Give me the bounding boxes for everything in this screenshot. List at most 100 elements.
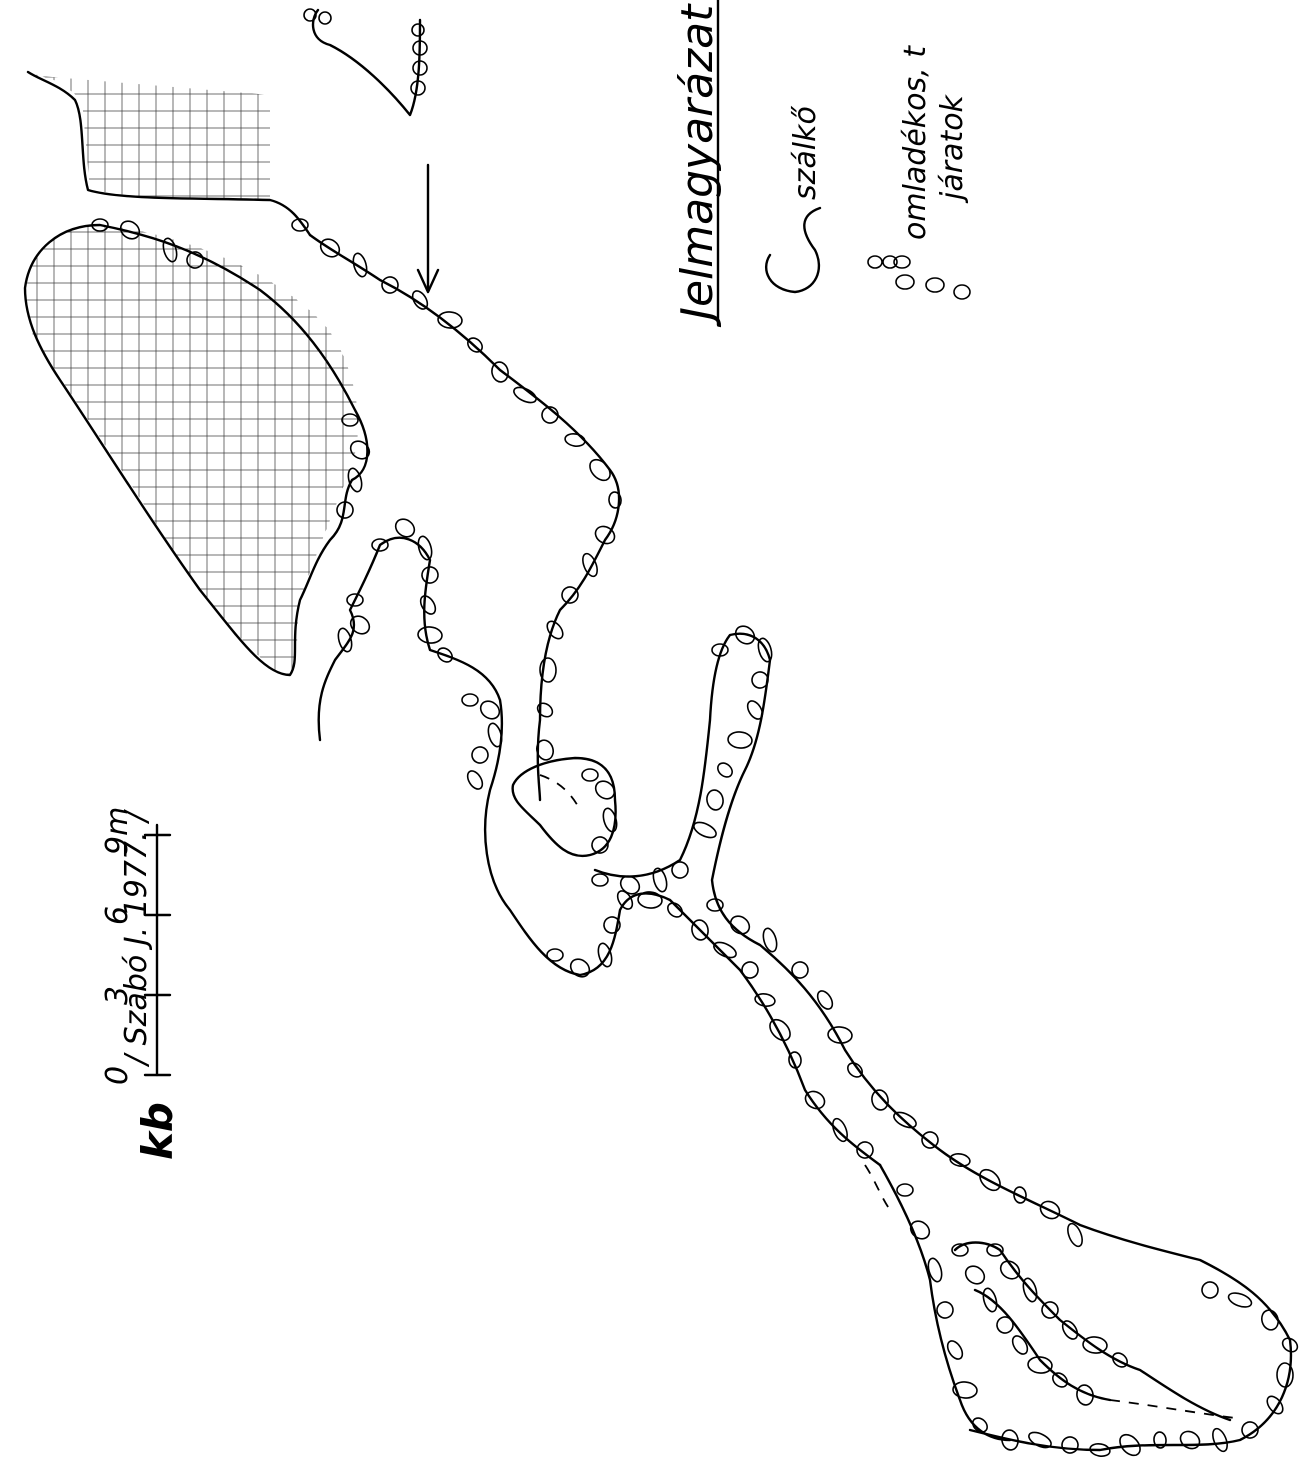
szalko-symbol-icon: [765, 206, 822, 294]
boulder-mark: [746, 700, 764, 720]
boulder-mark: [729, 915, 751, 935]
boulder-mark: [589, 458, 611, 482]
boulder-mark: [734, 625, 756, 645]
arrow-down-icon: [416, 163, 440, 294]
boulder-mark: [927, 1257, 943, 1283]
boulder-mark: [419, 595, 437, 615]
boulder-mark: [581, 768, 599, 782]
legend-item-label: omladékos, t: [898, 45, 933, 240]
boulder-mark: [769, 1018, 791, 1042]
boulder-mark: [539, 657, 557, 683]
boulder-mark: [788, 1051, 802, 1069]
boulder-mark: [979, 1168, 1001, 1192]
scale-tick-label: 9m: [100, 807, 135, 855]
boulder-mark: [467, 337, 483, 353]
boulder-mark: [727, 731, 753, 749]
boulder-mark: [471, 746, 489, 764]
scale-tick-label: 6: [100, 906, 135, 925]
boulder-mark: [337, 627, 353, 653]
boulder-mark: [893, 1111, 917, 1129]
boulder-mark: [536, 739, 554, 761]
boulder-mark: [608, 491, 622, 509]
cave-passage-outline: [308, 233, 1293, 1452]
boulder-mark: [319, 238, 341, 258]
boulder-mark: [349, 440, 371, 460]
boulder-mark: [871, 1089, 889, 1111]
boulder-mark: [951, 1243, 969, 1257]
boulder-mark: [751, 671, 769, 689]
boulder-mark: [597, 942, 613, 968]
boulder-mark: [381, 276, 399, 294]
boulder-mark: [1201, 1281, 1219, 1299]
boulder-mark: [91, 218, 109, 232]
boulder-mark: [1112, 1352, 1128, 1368]
boulder-mark: [896, 1183, 914, 1197]
boulder-mark: [591, 873, 609, 887]
boulder-mark: [946, 1340, 964, 1360]
boulder-mark: [602, 807, 618, 833]
boulder-mark: [1027, 1356, 1053, 1374]
scale-bar: kb 0 3 6 9m: [100, 807, 182, 1160]
boulder-mark: [1028, 1431, 1052, 1449]
boulder-mark: [827, 1026, 853, 1044]
boulder-mark: [349, 615, 371, 635]
boulder-mark: [952, 1381, 978, 1399]
boulder-mark: [336, 501, 354, 519]
boulder-mark: [536, 702, 554, 718]
boulder-mark: [816, 990, 834, 1010]
boulder-mark: [671, 861, 689, 879]
boulder-mark: [693, 821, 717, 839]
legend: Jelmagyarázat szálkő omladékos, t járato…: [672, 0, 971, 328]
boulder-mark: [1061, 1436, 1079, 1454]
boulder-mark: [561, 586, 579, 604]
boulder-mark: [352, 252, 368, 278]
boulder-mark: [616, 890, 634, 910]
boulder-mark: [1052, 1372, 1068, 1388]
boulder-mark: [741, 961, 759, 979]
boulder-mark: [754, 993, 776, 1007]
boulder-mark: [1082, 1336, 1108, 1354]
boulder-mark: [791, 961, 809, 979]
boulder-mark: [291, 218, 309, 232]
boulder-mark: [711, 643, 729, 657]
boulder-mark: [603, 916, 621, 934]
boulder-mark: [972, 1417, 988, 1433]
boulder-mark: [1179, 1430, 1201, 1450]
boulder-mark: [591, 836, 609, 854]
boulder-mark: [1089, 1443, 1111, 1457]
boulder-mark: [347, 467, 363, 493]
boulder-mark: [487, 722, 503, 748]
boulder-mark: [417, 535, 433, 561]
boulder-mark: [757, 637, 773, 663]
boulder-mark: [479, 700, 501, 720]
boulder-mark: [394, 518, 416, 538]
boulder-mark: [461, 693, 479, 707]
passage-fragment-top: [303, 8, 428, 117]
boulder-mark: [982, 1287, 998, 1313]
boulder-mark: [546, 620, 564, 640]
boulder-mark: [437, 647, 453, 663]
boulder-mark: [964, 1265, 986, 1285]
boulder-mark: [1061, 1320, 1079, 1340]
boulder-mark: [936, 1301, 954, 1319]
boulder-mark: [119, 220, 141, 240]
boulder-mark: [437, 311, 463, 329]
boulder-mark: [1153, 1431, 1167, 1449]
boulder-mark: [491, 361, 509, 383]
boulder-mark: [569, 958, 591, 978]
boulder-mark: [594, 525, 616, 545]
legend-item-label-line2: járatok: [935, 93, 970, 204]
legend-item-label: szálkő: [788, 106, 823, 200]
boulder-mark: [1266, 1395, 1284, 1415]
scale-tick-label: 3: [100, 986, 135, 1005]
boulder-mark: [371, 538, 389, 552]
boulder-mark: [513, 386, 537, 404]
boulder-mark: [546, 948, 564, 962]
boulder-mark: [417, 626, 443, 644]
boulder-mark: [667, 902, 683, 918]
boulder-mark: [847, 1062, 863, 1078]
boulder-mark: [1022, 1277, 1038, 1303]
boulder-mark: [1227, 1292, 1253, 1308]
boulder-mark: [856, 1141, 874, 1159]
